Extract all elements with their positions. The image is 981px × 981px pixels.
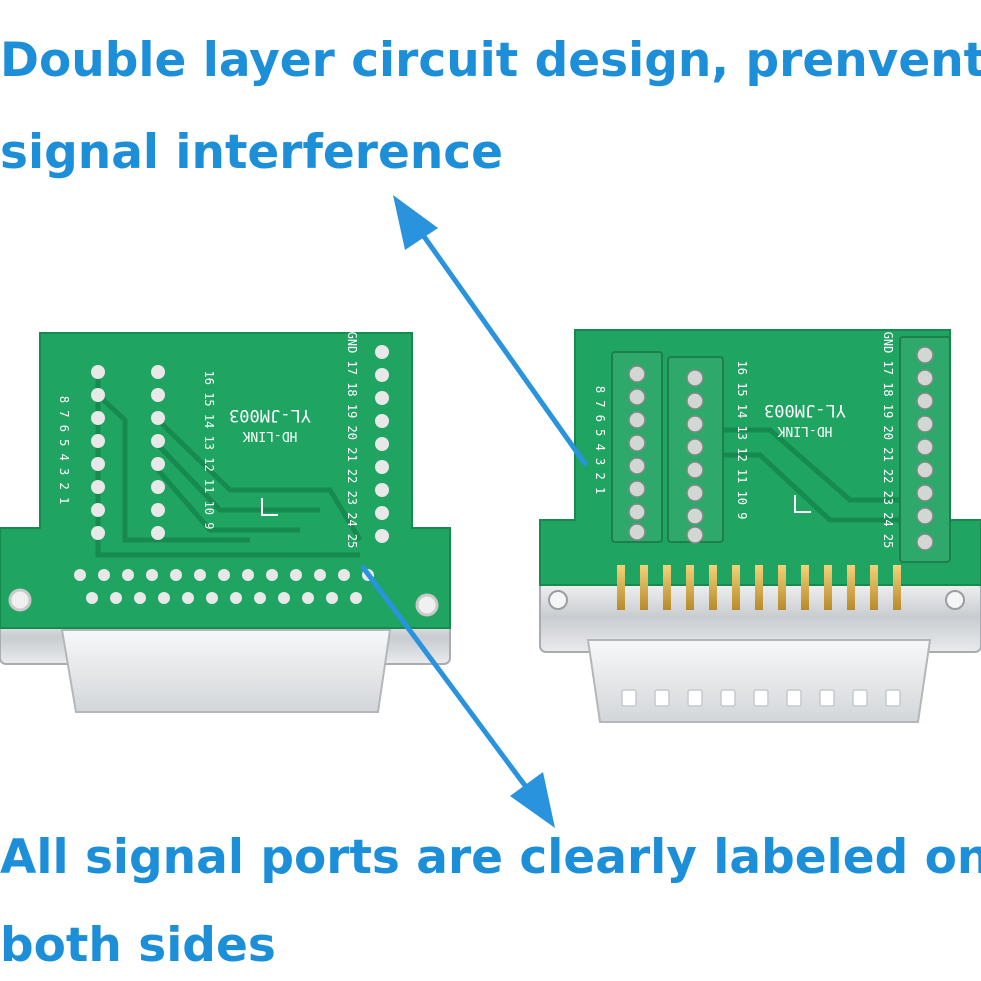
headline-bottom-line-1: All signal ports are clearly labeled on [0, 830, 981, 885]
callout-arrow-up [393, 195, 589, 467]
right-dsub-sockets [621, 689, 901, 707]
arrow-up-icon [393, 195, 438, 250]
right-silk-pins-9-16: 16 15 14 13 12 11 10 9 [735, 361, 749, 520]
left-silk-pins-1-8: 8 7 6 5 4 3 2 1 [57, 396, 71, 504]
left-silk-corner-mark [261, 498, 278, 516]
left-dsub-shell [60, 629, 392, 713]
terminal-block-right [899, 336, 951, 563]
silk-right-board-pins-9-16: 16 15 14 13 12 11 10 9 [735, 361, 749, 520]
right-silk-model-text: YL-JM003 [764, 400, 846, 420]
left-mount-hole-2 [415, 593, 439, 617]
right-flange-hole-2 [945, 590, 965, 610]
left-pcb-traces [95, 370, 363, 558]
terminal-block-left [611, 351, 663, 543]
right-silk-pins-17-25: GND 17 18 19 20 21 22 23 24 25 [881, 332, 895, 549]
right-silk-brand-text: HD-LINK [777, 423, 832, 438]
right-flange-hole-1 [548, 590, 568, 610]
terminal-block-middle [667, 356, 724, 544]
arrow-down-icon [510, 772, 555, 828]
headline-top-line-1: Double layer circuit design, prenvent [0, 33, 981, 88]
right-silk-model: YL-JM003 HD-LINK [764, 400, 846, 438]
left-adapter-board: 8 7 6 5 4 3 2 1 16 15 14 13 12 11 10 9 G… [0, 332, 451, 713]
left-silk-model-text: YL-JM003 [229, 405, 311, 425]
left-silk-model: YL-JM003 HD-LINK [229, 405, 311, 443]
right-adapter-board: 8 7 6 5 4 3 2 1 16 15 14 13 12 11 10 9 G… [539, 329, 981, 723]
left-silk-brand-text: HD-LINK [242, 428, 297, 443]
right-pcb-traces [700, 427, 900, 523]
left-silk-pins-9-16: 16 15 14 13 12 11 10 9 [202, 371, 216, 530]
silk-middle-pins-9-16: 16 15 14 13 12 11 10 9 [202, 371, 216, 530]
right-dsub-shell [586, 639, 932, 723]
right-gold-pins [617, 565, 901, 610]
right-silk-corner-mark [794, 495, 811, 513]
left-pad-column-2 [151, 365, 165, 540]
silk-left-pins-1-8: 8 7 6 5 4 3 2 1 [57, 396, 71, 504]
left-pad-column-1 [91, 365, 105, 540]
left-connector-pads [74, 569, 374, 604]
silk-right-pins-gnd-17-25: GND 17 18 19 20 21 22 23 24 25 [345, 332, 359, 549]
silk-right-board-pins-1-8: 8 7 6 5 4 3 2 1 [593, 386, 607, 494]
left-pad-column-3 [375, 345, 389, 543]
headline-bottom-line-2: both sides [0, 918, 276, 973]
left-mount-hole-1 [8, 588, 32, 612]
headline-top-line-2: signal interference [0, 125, 504, 180]
silk-right-board-pins-gnd-17-25: GND 17 18 19 20 21 22 23 24 25 [881, 332, 895, 549]
callout-arrow-down [359, 564, 555, 828]
right-silk-pins-1-8: 8 7 6 5 4 3 2 1 [593, 386, 607, 494]
left-silk-pins-17-25: GND 17 18 19 20 21 22 23 24 25 [345, 332, 359, 549]
